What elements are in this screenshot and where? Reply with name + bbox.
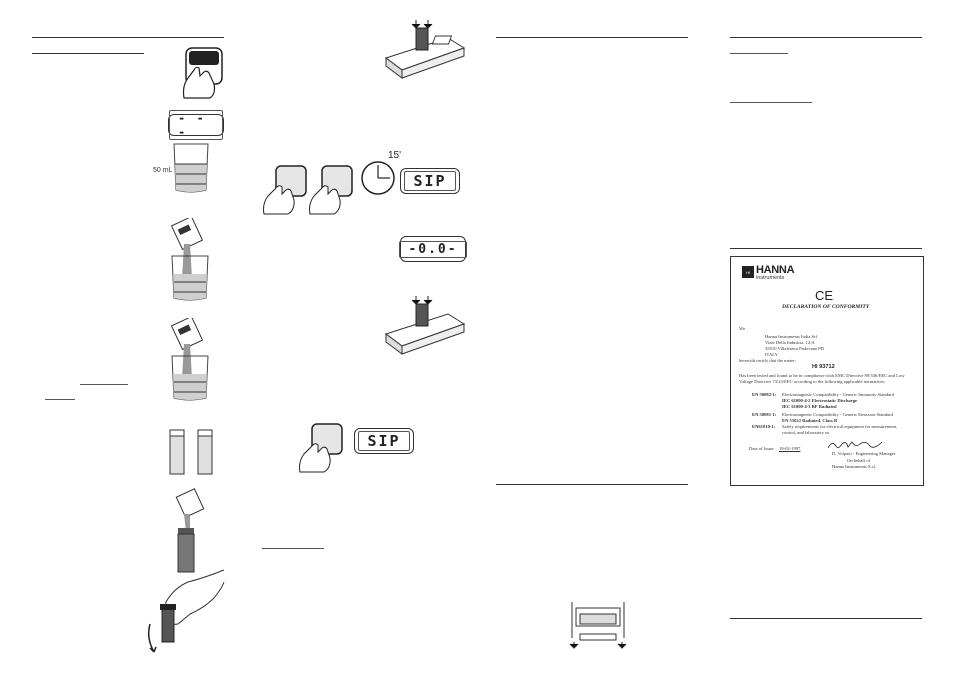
col4-bottom-rule bbox=[730, 618, 922, 619]
col1-top-rule bbox=[32, 37, 224, 38]
cert-company: Hanna Instruments S.r.l. bbox=[832, 464, 877, 469]
col4-underline-b bbox=[730, 102, 812, 103]
shake-cuvette-illustration bbox=[147, 569, 225, 653]
col4-section-rule bbox=[730, 248, 922, 249]
lcd-display-sip-2: SIP bbox=[354, 428, 414, 454]
cert-address-4: ITALY bbox=[765, 352, 778, 357]
col4-top-rule bbox=[730, 37, 922, 38]
cert-address-2: Viale Della Industria, 12/A bbox=[765, 340, 815, 345]
declaration-of-conformity bbox=[730, 256, 924, 486]
lcd-value: - - - bbox=[169, 110, 223, 140]
col2-underline bbox=[262, 548, 324, 549]
press-button-illustration bbox=[182, 47, 223, 99]
reagent-pour-illustration-2 bbox=[170, 318, 209, 401]
cert-norm-2-text: IEC 61000-4-2 Electrostatic Discharge bbox=[782, 398, 858, 403]
two-cuvettes-illustration bbox=[169, 429, 213, 475]
timer-label: 15' bbox=[388, 150, 402, 161]
col1-heading-underline bbox=[32, 53, 144, 54]
cert-address-1: Hanna Instruments Italia Srl bbox=[765, 334, 817, 339]
cert-tested: Has been tested and found to be in compl… bbox=[739, 373, 905, 384]
cert-norm-7-text: control, and laboratory us bbox=[782, 430, 830, 435]
cert-date-value: 19-02-1997 bbox=[779, 446, 801, 451]
meter-insert-cuvette-illustration-2 bbox=[384, 296, 466, 355]
beaker-illustration bbox=[173, 143, 209, 193]
cert-norm-4-code: EN 50081-1: bbox=[752, 412, 777, 417]
reagent-pour-illustration-1 bbox=[170, 218, 209, 301]
col1-underline-a bbox=[80, 384, 128, 385]
meter-insert-cuvette-illustration-1 bbox=[384, 20, 466, 79]
press-button-illustration-c bbox=[299, 423, 343, 473]
hanna-logo-text: HANNA bbox=[756, 264, 795, 276]
lcd-value: SIP bbox=[404, 171, 456, 191]
volume-label: 50 mL bbox=[153, 167, 173, 174]
clock-icon bbox=[361, 161, 395, 195]
certificate-title: DECLARATION OF CONFORMITY bbox=[782, 304, 870, 310]
cert-certify: herewith certify that the meter: bbox=[739, 358, 796, 363]
press-button-illustration-b bbox=[309, 165, 353, 215]
cert-norm-1-code: EN 50082-1: bbox=[752, 392, 777, 397]
lcd-display-sip-1: SIP bbox=[400, 168, 460, 194]
cert-date-label: Date of Issue: bbox=[749, 446, 775, 451]
signature bbox=[827, 441, 883, 449]
col3-mid-rule bbox=[496, 484, 688, 485]
cert-address-3: 35010 Villafranca Padovana PD bbox=[765, 346, 824, 351]
cert-norm-3-text: IEC 61000-4-3 RF Radiated bbox=[782, 404, 837, 409]
battery-compartment-illustration bbox=[569, 602, 627, 649]
col1-underline-b bbox=[45, 399, 75, 400]
cert-norm-6-code: EN61010-1: bbox=[752, 424, 776, 429]
lcd-value: -0.0- bbox=[399, 240, 467, 258]
ce-mark: CE bbox=[815, 288, 834, 303]
cert-on-behalf: On behalf of bbox=[847, 458, 871, 463]
lcd-display-dashes: - - - bbox=[168, 110, 224, 140]
lcd-value: SIP bbox=[358, 431, 410, 451]
pour-into-cuvette-illustration bbox=[175, 488, 205, 573]
press-button-illustration-a bbox=[263, 165, 307, 215]
cert-we: We bbox=[739, 326, 746, 331]
cert-signer: D. Volpato - Engineering Manager bbox=[832, 451, 896, 456]
cert-norm-6-text: Safety requirements for electrical equip… bbox=[782, 424, 898, 429]
col4-underline-a bbox=[730, 53, 788, 54]
cert-norm-1-text: Electromagnetic Compatibility - Generic … bbox=[782, 392, 894, 397]
cert-norm-4-text: Electromagnetic Compatibility - Generic … bbox=[782, 412, 893, 417]
cert-norm-5-text: EN 55022 Radiated, Class B bbox=[782, 418, 838, 423]
col3-top-rule bbox=[496, 37, 688, 38]
hanna-logo-mark: HI bbox=[742, 266, 754, 278]
lcd-display-zero: -0.0- bbox=[399, 236, 467, 262]
cert-model: HI 93712 bbox=[812, 364, 835, 370]
hanna-logo-sub: instruments bbox=[756, 275, 785, 281]
